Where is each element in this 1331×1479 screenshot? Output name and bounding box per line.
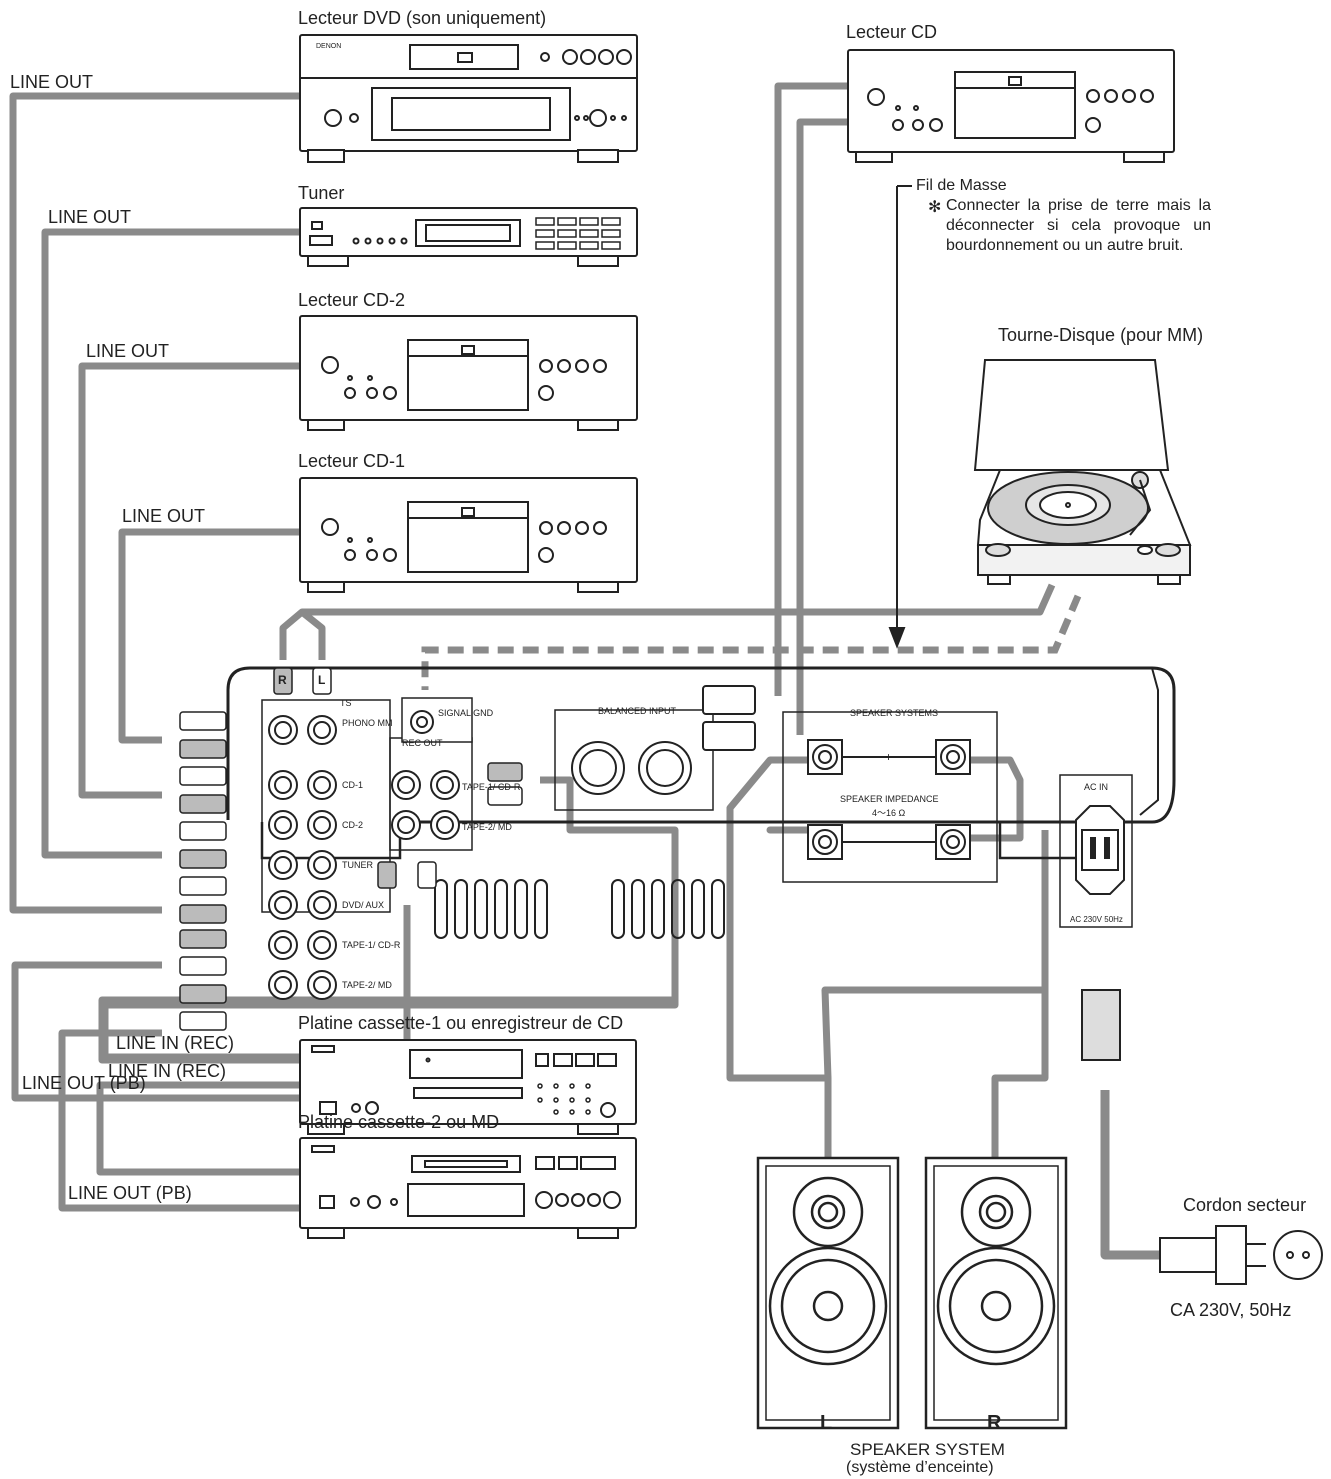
panel-cd1-label: CD-1 [342,780,363,790]
panel-cd2-label: CD-2 [342,820,363,830]
plug-letter-r: R [278,673,287,687]
cable-label-deck2-out: LINE OUT (PB) [68,1183,192,1203]
amplifier-rear-panel [226,666,1176,939]
power-cord-label: Cordon secteur [1183,1195,1307,1215]
panel-tuner-label: TUNER [342,860,373,870]
speaker-left [756,1156,900,1430]
cd2-player [299,315,638,431]
panel-dvd-aux-label: DVD/ AUX [342,900,384,910]
cd2-player-label: Lecteur CD-2 [298,290,406,310]
panel-plus-label: + [885,750,892,764]
dvd-player [299,34,638,163]
ac-inlet [1075,805,1125,1061]
cd1-player [299,477,638,593]
panel-rec-out-label: REC OUT [402,738,443,748]
power-rating: CA 230V, 50Hz [1170,1300,1292,1320]
panel-impedance-value: 4～16 Ω [872,808,906,818]
xlr-inputs [571,685,756,795]
speaker-caption: SPEAKER SYSTEM [850,1440,1005,1459]
cable-speaker-left-a [726,756,832,1158]
ground-asterisk: ✻ [928,199,942,216]
cable-cd1-line-out [118,528,300,744]
cable-cd-balanced-1 [774,82,848,696]
cables [9,82,1160,1260]
rca-plugs [179,667,523,1031]
cd1-player-label: Lecteur CD-1 [298,451,406,471]
cable-label-deck1-out: LINE OUT (PB) [22,1073,146,1093]
speaker-right-label: R [987,1412,1002,1434]
dvd-player-label: Lecteur DVD (son uniquement) [298,8,547,28]
cable-label-cd1: LINE OUT [122,506,206,526]
cable-deck2-line-out [58,1029,300,1212]
cd-player [847,49,1175,163]
cable-power-cord [1100,1090,1160,1260]
ground-arrow [888,185,912,649]
panel-tape2-label: TAPE-2/ MD [342,980,392,990]
panel-signal-gnd-label: SIGNAL GND [438,708,494,718]
tuner-label: Tuner [298,183,345,203]
deck2-label: Platine cassette-2 ou MD [298,1112,500,1132]
panel-rec-tape2-label: TAPE-2/ MD [462,822,512,832]
tuner [299,207,638,267]
speaker-left-label: L [820,1412,833,1434]
speaker-caption-sub: (système d’enceinte) [846,1459,994,1476]
panel-speaker-systems-label: SPEAKER SYSTEMS [850,708,938,718]
panel-minus-label: − [885,835,892,849]
panel-phono-label: PHONO MM [342,718,393,728]
ground-title: Fil de Masse [916,177,1007,194]
panel-rec-tape1-label: TAPE-1/ CD-R [462,782,521,792]
cable-cd2-line-out [78,362,300,799]
cable-dvd-line-out [9,92,300,914]
ground-wire [421,594,1082,690]
cable-cd-balanced-2 [796,118,848,735]
panel-ac-rating-label: AC 230V 50Hz [1070,915,1123,924]
turntable-label: Tourne-Disque (pour MM) [998,325,1204,345]
ground-note: Connecter la prise de terre mais la déco… [946,197,1211,254]
cable-speaker-right-b [991,830,1049,1158]
cable-label-tuner: LINE OUT [48,207,132,227]
cable-tuner-line-out [41,228,300,859]
deck1 [299,1039,637,1135]
deck2 [299,1137,637,1239]
deck1-label: Platine cassette-1 ou enregistreur de CD [298,1013,624,1033]
cable-label-deck1-in: LINE IN (REC) [116,1033,235,1053]
input-jacks [268,715,460,1000]
cd-player-label: Lecteur CD [846,22,938,42]
cable-label-deck2-in: LINE IN (REC) [108,1061,227,1081]
plug-letter-l: L [318,673,325,687]
cable-label-cd2: LINE OUT [86,341,170,361]
power-plug [1159,1225,1323,1285]
panel-inputs-header: TS [340,698,352,708]
cable-label-dvd: LINE OUT [10,72,94,92]
panel-brand: DENON [316,43,341,50]
speaker-right [924,1156,1068,1430]
panel-speaker-impedance-label: SPEAKER IMPEDANCE [840,794,939,804]
panel-balanced-label: BALANCED INPUT [598,706,677,716]
panel-tape1-label: TAPE-1/ CD-R [342,940,401,950]
cable-deck1-line-out [11,961,300,1102]
cable-deck1-line-in-b [98,996,678,1064]
speaker-terminals [807,739,971,860]
cable-deck2-line-in [96,905,411,1176]
signal-gnd-terminal [401,697,473,743]
panel-ac-in-label: AC IN [1084,782,1108,792]
turntable [973,359,1192,585]
